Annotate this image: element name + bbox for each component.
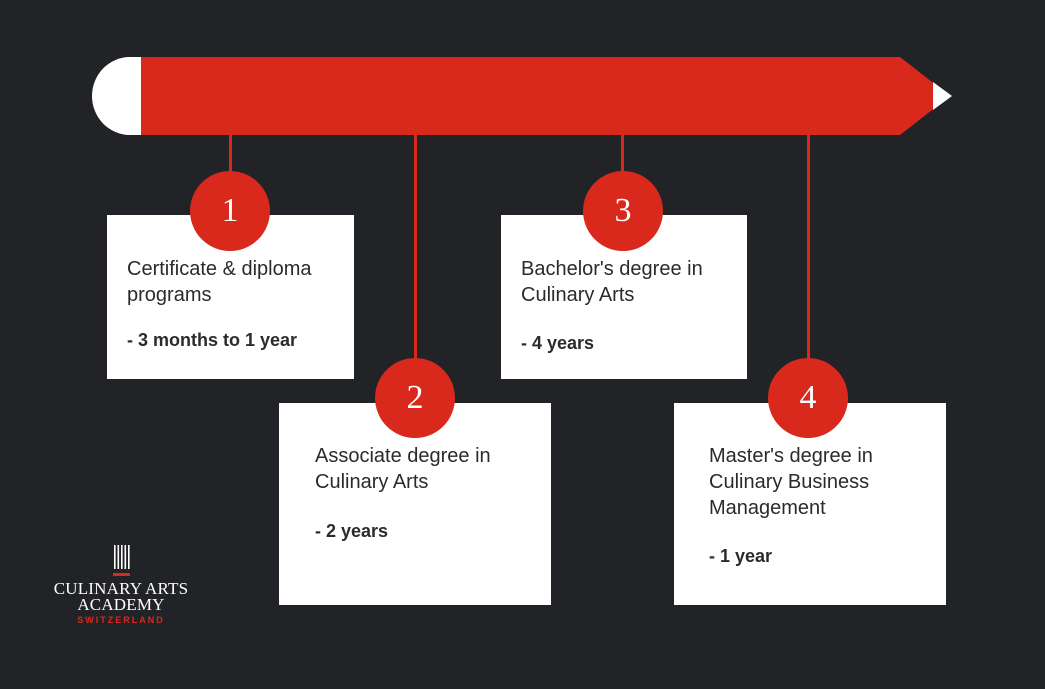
logo-text-line2: ACADEMY bbox=[77, 595, 165, 614]
step-title: Certificate & diploma programs bbox=[127, 258, 312, 306]
step-number-badge-1: 1 bbox=[190, 171, 270, 251]
fork-icon bbox=[50, 543, 192, 581]
step-title: Bachelor's degree in Culinary Arts bbox=[521, 258, 703, 306]
connector-line-1 bbox=[229, 134, 232, 184]
step-duration: - 2 years bbox=[315, 521, 389, 541]
logo-text-line3: SWITZERLAND bbox=[77, 615, 165, 625]
pencil-body bbox=[141, 57, 950, 135]
step-number-badge-3: 3 bbox=[583, 171, 663, 251]
step-title: Master's degree in Culinary Business Man… bbox=[709, 445, 873, 519]
pencil-tip bbox=[933, 82, 952, 110]
step-number-badge-2: 2 bbox=[375, 358, 455, 438]
academy-logo: CULINARY ARTS ACADEMY SWITZERLAND bbox=[50, 543, 192, 625]
logo-text-line1: CULINARY ARTS bbox=[53, 579, 189, 598]
pencil-eraser bbox=[92, 57, 141, 135]
connector-line-3 bbox=[621, 134, 624, 184]
connector-line-2 bbox=[414, 134, 417, 374]
step-number-badge-4: 4 bbox=[768, 358, 848, 438]
step-duration: - 4 years bbox=[521, 333, 595, 353]
connector-line-4 bbox=[807, 134, 810, 374]
step-title: Associate degree in Culinary Arts bbox=[315, 445, 491, 493]
step-duration: - 3 months to 1 year bbox=[127, 330, 298, 350]
step-duration: - 1 year bbox=[709, 546, 773, 566]
